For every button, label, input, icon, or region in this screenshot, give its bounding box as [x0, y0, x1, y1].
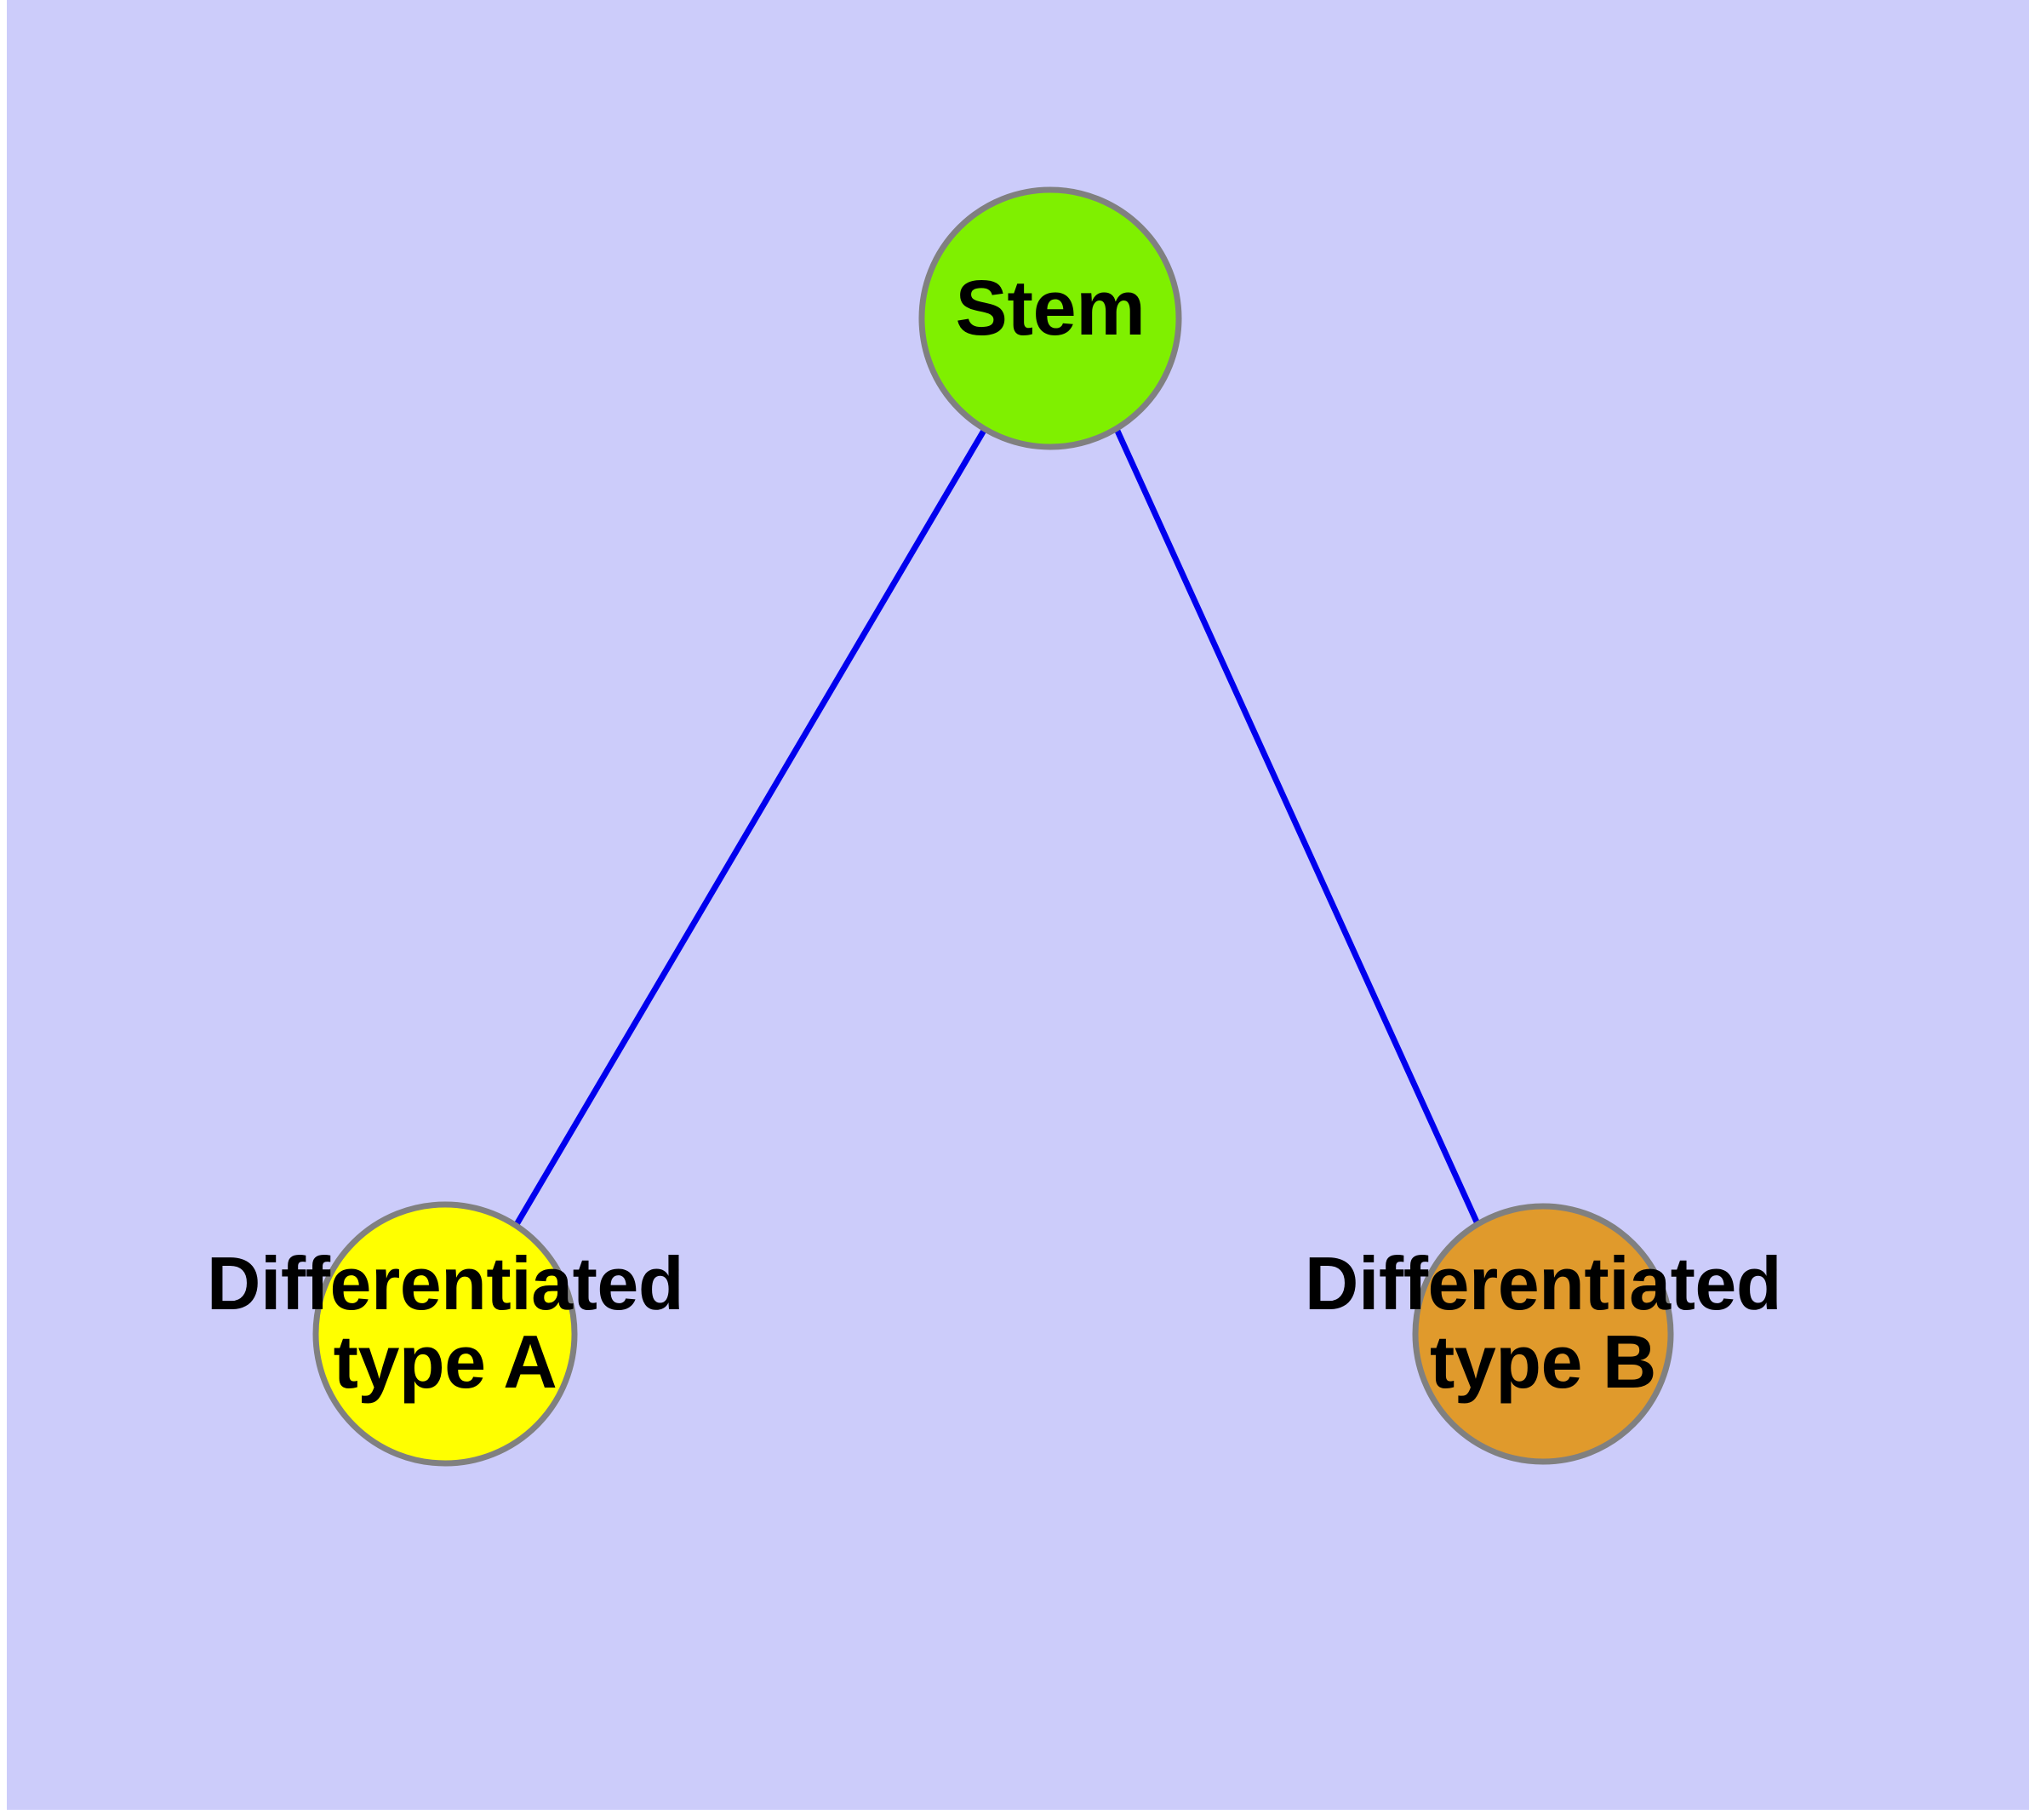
node-label-diff-type-a: Differentiated type A [206, 1241, 684, 1404]
node-label-stem: Stem [955, 265, 1146, 352]
node-label-diff-type-b: Differentiated type B [1304, 1241, 1782, 1404]
